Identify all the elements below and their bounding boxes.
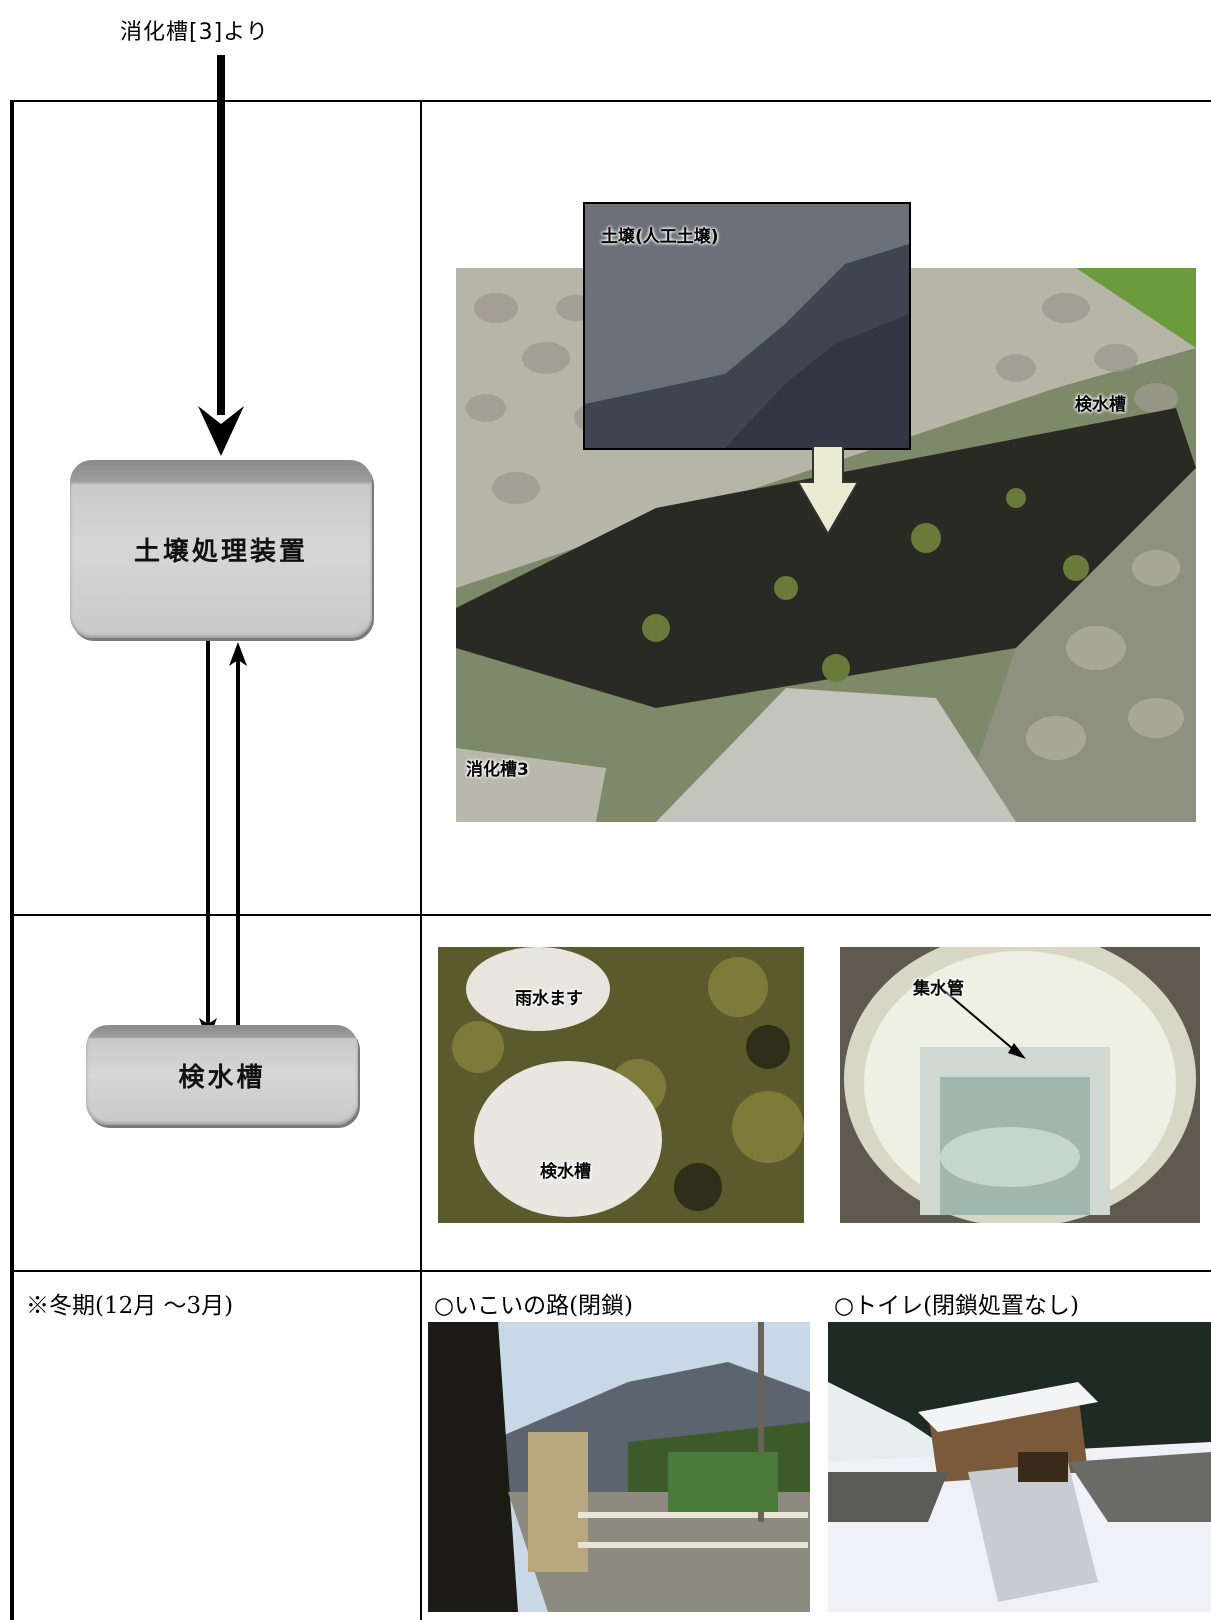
closed-path-photo bbox=[428, 1322, 810, 1612]
source-arrowhead bbox=[198, 406, 244, 456]
source-arrow-shaft bbox=[217, 55, 225, 415]
collection-pipe-label: 集水管 bbox=[913, 979, 964, 999]
column-divider bbox=[420, 100, 422, 1620]
winter-period-note: ※冬期(12月 ～3月) bbox=[26, 1293, 234, 1319]
soil-treatment-device-box: 土壌処理装置 bbox=[70, 460, 372, 638]
check-tank-box: 検水槽 bbox=[86, 1025, 358, 1125]
collection-pit-photo bbox=[840, 947, 1200, 1223]
table-top-border bbox=[10, 100, 1211, 102]
soil-hollow-arrow bbox=[796, 446, 860, 536]
rainwater-basin-label: 雨水ます bbox=[515, 989, 583, 1009]
manholes-photo bbox=[438, 947, 804, 1223]
inset-soil-label: 土壌(人工土壌) bbox=[601, 227, 719, 247]
up-arrowhead bbox=[229, 642, 247, 666]
toilet-caption: ○トイレ(閉鎖処置なし) bbox=[834, 1293, 1080, 1319]
check-tank-label: 検水槽 bbox=[178, 1062, 266, 1093]
snowy-toilet-photo bbox=[828, 1322, 1211, 1612]
table-left-border bbox=[10, 100, 14, 1620]
check-tank-photo-label: 検水槽 bbox=[1075, 395, 1126, 415]
artificial-soil-inset-photo bbox=[583, 202, 911, 450]
flow-arrows bbox=[198, 55, 247, 1045]
path-closed-caption: ○いこいの路(閉鎖) bbox=[434, 1293, 634, 1319]
manhole-check-tank-label: 検水槽 bbox=[540, 1162, 591, 1182]
soil-treatment-device-label: 土壌処理装置 bbox=[133, 536, 308, 567]
row-divider-1 bbox=[10, 914, 1211, 916]
digestion-tank-photo-label: 消化槽3 bbox=[466, 760, 529, 780]
source-label: 消化槽[3]より bbox=[120, 20, 269, 45]
row-divider-2 bbox=[10, 1270, 1211, 1272]
